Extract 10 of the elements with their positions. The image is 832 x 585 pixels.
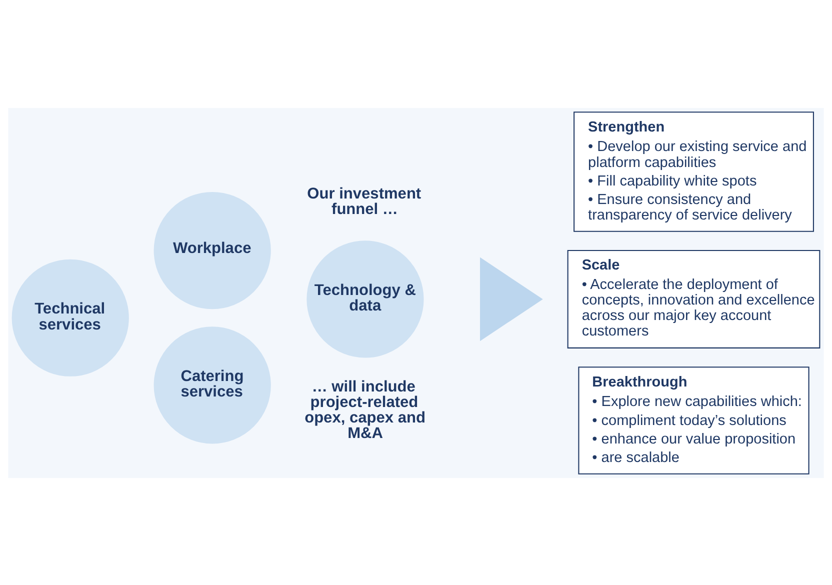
node-box: Breakthrough • Explore new capabilities which: • compliment today’s solutions • enhance our value proposition • are scalable (578, 366, 810, 474)
node-triangle (480, 256, 543, 341)
label: Our investment funnel … (307, 185, 422, 218)
node-box: Strengthen • Develop our existing service and platform capabilities • Fill capability white spots • Ensure consistency and transparency of service delivery (574, 111, 814, 232)
label: … will include project-related opex, capex and M&A (304, 378, 426, 442)
node-circle: Technology & data (306, 240, 424, 358)
node-circle: Catering services (154, 326, 271, 444)
node-box: Scale • Accelerate the deployment of concepts, innovation and excellence across our major key account customers (567, 249, 820, 348)
node-circle: Technical services (12, 258, 129, 376)
node-circle: Workplace (154, 191, 271, 309)
